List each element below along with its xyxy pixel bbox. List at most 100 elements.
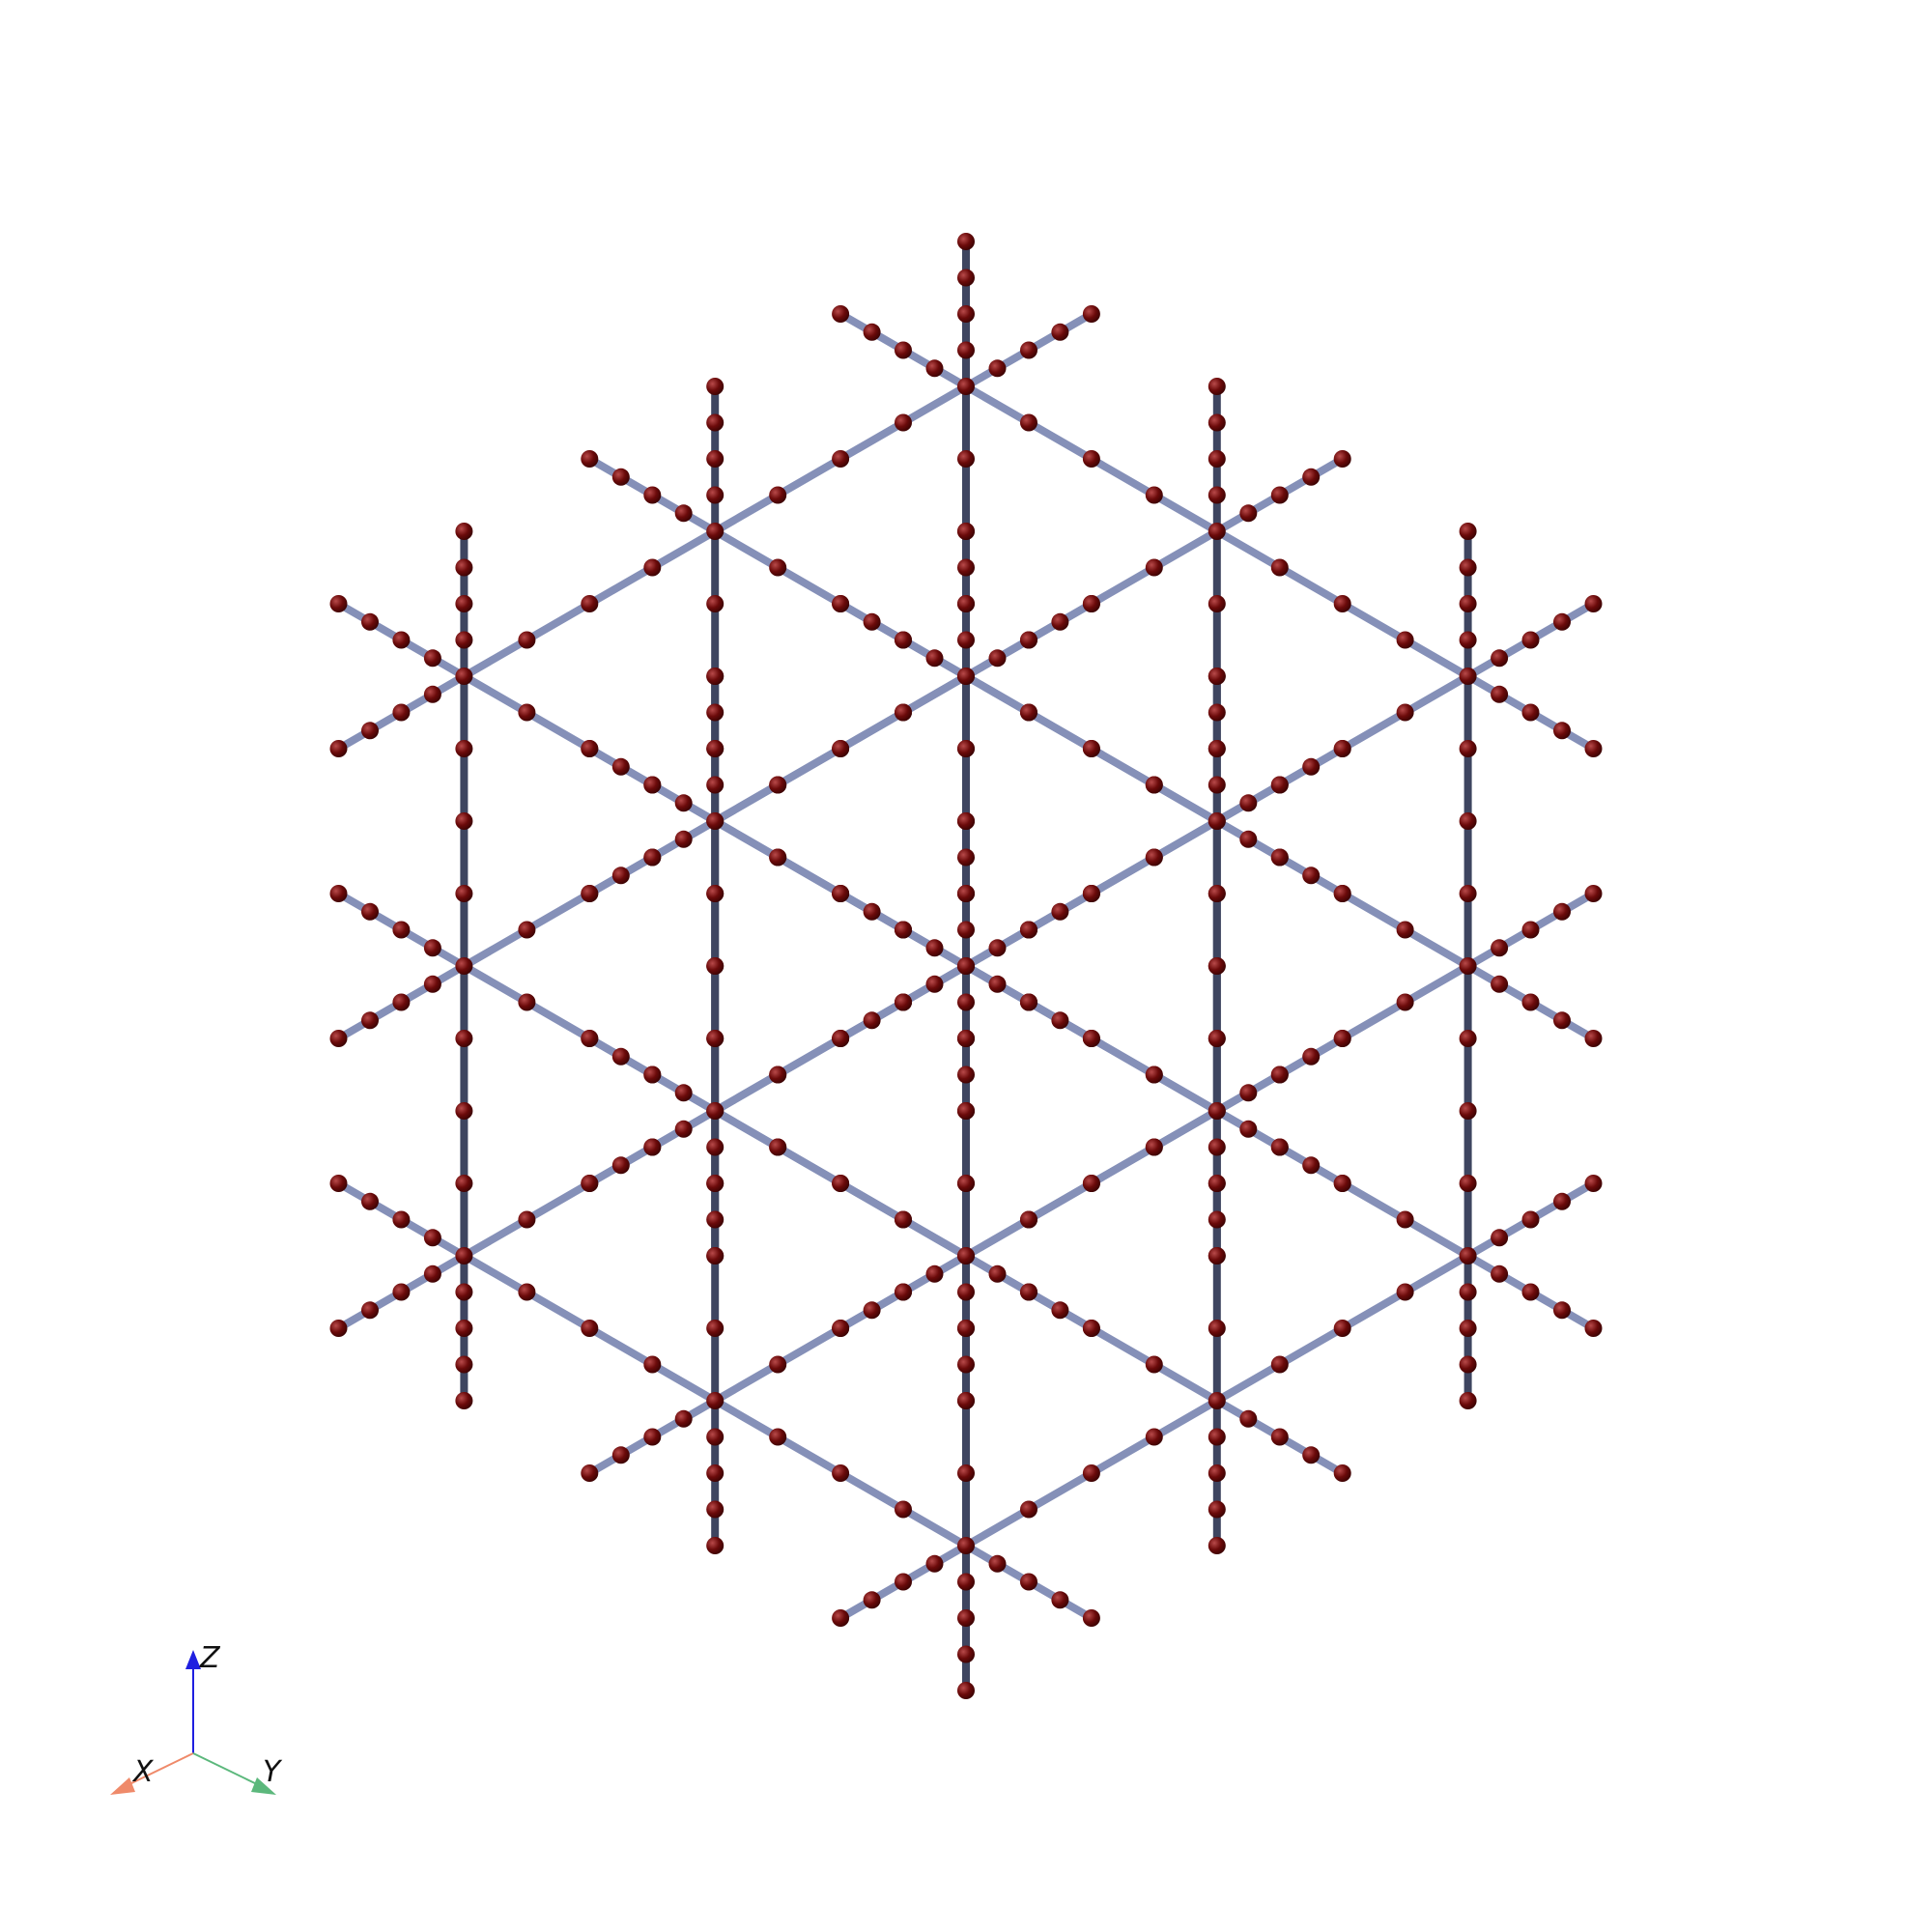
atom-404 (957, 812, 975, 830)
atom-203 (1208, 1392, 1226, 1409)
atom-385 (1208, 668, 1226, 685)
atom-301 (455, 631, 473, 649)
atom-78 (1459, 1355, 1477, 1374)
atom-304 (1020, 703, 1037, 722)
atom-81 (957, 1355, 975, 1374)
atom-401 (957, 848, 975, 867)
atom-265 (957, 1645, 975, 1663)
atom-279 (895, 1500, 912, 1519)
atom-148 (1459, 1102, 1477, 1120)
atom-75 (455, 1392, 473, 1409)
atom-357 (706, 812, 724, 830)
atom-310 (957, 1464, 975, 1482)
x-axis-line (127, 1752, 194, 1786)
atom-206 (423, 975, 441, 993)
atom-274 (957, 740, 975, 757)
atom-40 (988, 649, 1007, 668)
atom-198 (706, 1428, 724, 1446)
atom-355 (957, 1320, 975, 1337)
atom-269 (1459, 740, 1477, 757)
atom-339 (1584, 740, 1603, 757)
atom-331 (1082, 740, 1100, 757)
atom-320 (361, 722, 379, 740)
atom-108 (957, 1283, 975, 1301)
atom-158 (1584, 1320, 1603, 1337)
atom-136 (392, 1283, 411, 1301)
atom-215 (1459, 885, 1477, 902)
atom-118 (423, 1264, 441, 1283)
atom-388 (706, 668, 724, 685)
atom-343 (957, 523, 975, 540)
atom-120 (957, 341, 975, 359)
atom-9 (988, 939, 1007, 957)
atom-360 (1239, 830, 1258, 848)
atom-361 (1208, 776, 1226, 794)
atom-262 (957, 1682, 975, 1699)
atom-235 (1208, 413, 1226, 432)
atom-396 (895, 993, 912, 1011)
atom-369 (1270, 848, 1289, 867)
atom-223 (518, 993, 536, 1011)
atom-281 (1521, 631, 1540, 649)
atom-164 (329, 885, 348, 902)
atom-329 (1333, 740, 1351, 757)
atom-345 (1082, 1609, 1100, 1627)
atom-11 (957, 993, 975, 1011)
atom-239 (1082, 595, 1100, 612)
atom-334 (581, 740, 599, 757)
atom-399 (863, 1011, 881, 1030)
atom-169 (1553, 902, 1571, 921)
atom-356 (1208, 812, 1226, 830)
atom-375 (1302, 867, 1321, 885)
atom-80 (611, 757, 630, 776)
atom-73 (1584, 1175, 1603, 1192)
atom-29 (611, 1047, 630, 1065)
atom-26 (863, 612, 881, 631)
atom-255 (1584, 1030, 1603, 1047)
atom-309 (706, 1030, 724, 1047)
atom-166 (1302, 468, 1321, 486)
atom-89 (1396, 1210, 1414, 1229)
atom-338 (329, 740, 348, 757)
atom-28 (1302, 1047, 1321, 1065)
atom-377 (863, 1301, 881, 1320)
atom-69 (1459, 1392, 1477, 1409)
atom-275 (1020, 1500, 1037, 1519)
atom-236 (611, 1446, 630, 1464)
atom-258 (1333, 1464, 1351, 1482)
atom-233 (361, 1011, 379, 1030)
axes-orientation-triad: Z X Y (110, 1641, 283, 1795)
atom-102 (455, 1320, 473, 1337)
atom-224 (455, 885, 473, 902)
atom-327 (1051, 1591, 1069, 1609)
atom-374 (611, 867, 630, 885)
atom-298 (957, 631, 975, 649)
atom-293 (423, 685, 441, 703)
atom-259 (706, 378, 724, 395)
atom-273 (1145, 1065, 1163, 1084)
atom-217 (769, 558, 787, 577)
atom-271 (895, 631, 912, 649)
atom-137 (1521, 1283, 1540, 1301)
atom-317 (895, 1573, 912, 1591)
atom-237 (1302, 1446, 1321, 1464)
atom-165 (706, 1537, 724, 1554)
atom-91 (518, 1210, 536, 1229)
atom-282 (392, 631, 411, 649)
atom-197 (423, 939, 441, 957)
y-axis-line (192, 1752, 260, 1786)
atom-347 (1270, 776, 1289, 794)
atom-116 (1459, 1247, 1477, 1264)
atom-181 (706, 595, 724, 612)
atom-238 (706, 413, 724, 432)
atom-83 (361, 1192, 379, 1210)
atom-256 (1208, 378, 1226, 395)
atom-291 (706, 1102, 724, 1120)
atom-359 (674, 830, 693, 848)
atom-114 (957, 378, 975, 395)
atom-322 (1459, 558, 1477, 577)
atom-394 (988, 975, 1007, 993)
atom-270 (518, 631, 536, 649)
